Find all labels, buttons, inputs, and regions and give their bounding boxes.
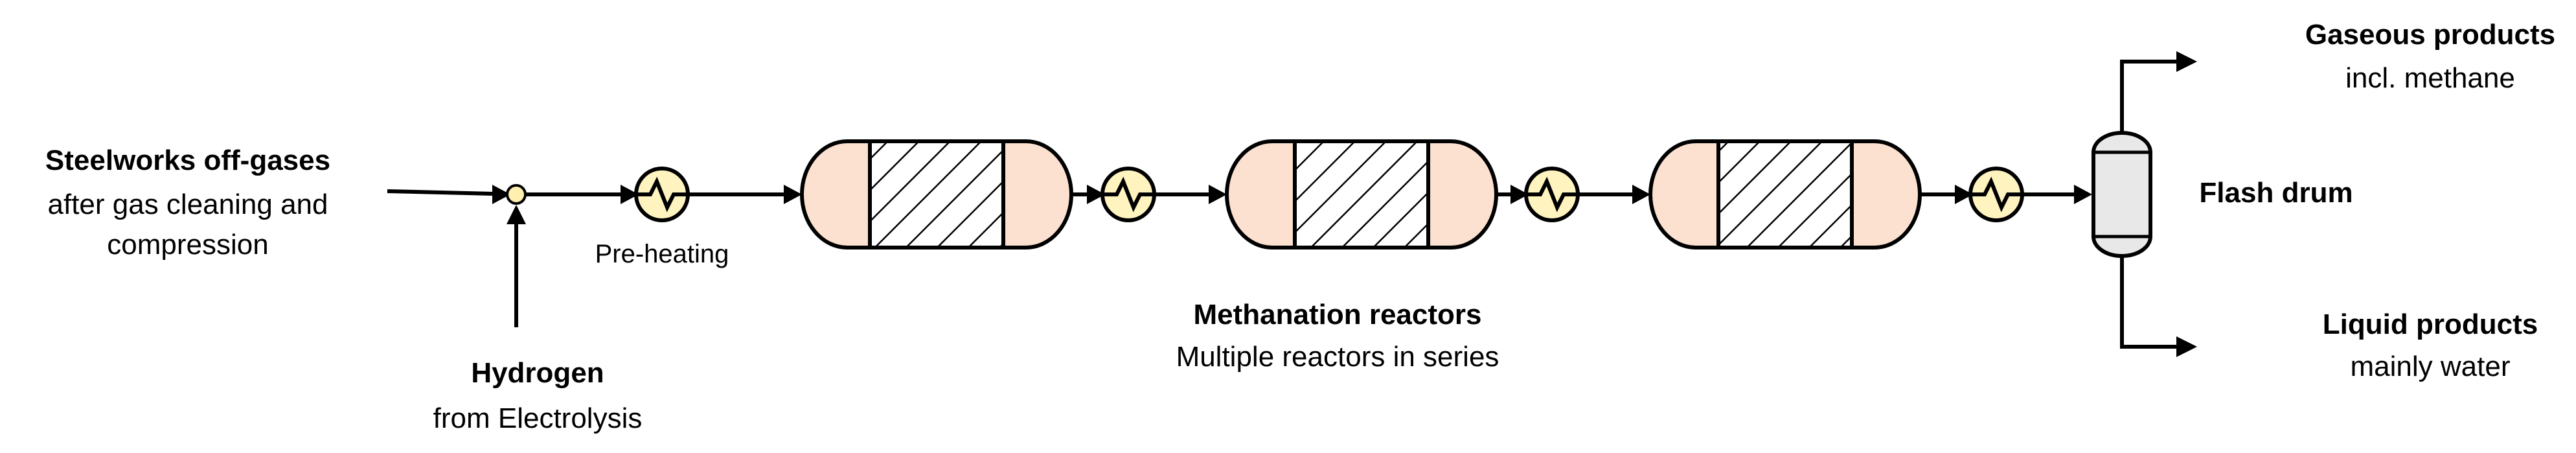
arrow-hydrogen xyxy=(507,205,526,224)
zigzag-icon xyxy=(1970,176,2022,213)
zigzag-icon xyxy=(636,176,688,213)
feed-desc-line1: after gas cleaning and xyxy=(48,189,328,220)
cooler-exchanger-2 xyxy=(1524,167,1580,222)
catalyst-bed xyxy=(1293,139,1430,250)
preheating-label: Pre-heating xyxy=(595,240,729,268)
hydrogen-title: Hydrogen xyxy=(471,357,604,389)
arrow-liquid-out xyxy=(2176,336,2197,357)
zigzag-icon xyxy=(1526,176,1578,213)
arrow-reactor3 xyxy=(1632,185,1650,204)
liquid-title: Liquid products xyxy=(2323,308,2538,340)
methanation-reactor-1 xyxy=(800,139,1073,250)
catalyst-bed xyxy=(868,139,1005,250)
liquid-outlet-line xyxy=(2120,253,2176,349)
reactors-title: Methanation reactors xyxy=(1194,299,1482,331)
arrow-gas-out xyxy=(2176,51,2197,72)
arrow-cooler2 xyxy=(1510,185,1529,204)
zigzag-icon xyxy=(1102,176,1154,213)
arrow-cooler1 xyxy=(1087,185,1105,204)
gas-outlet-line xyxy=(2120,60,2176,139)
gaseous-title: Gaseous products xyxy=(2305,19,2555,51)
preheater-exchanger xyxy=(634,167,690,222)
catalyst-bed xyxy=(1716,139,1854,250)
cooler-exchanger-3 xyxy=(1968,167,2024,222)
arrowheads xyxy=(492,51,2197,357)
feed-line xyxy=(387,189,494,196)
methanation-reactor-2 xyxy=(1225,139,1498,250)
arrow-feed xyxy=(492,185,510,204)
feed-desc-line2: compression xyxy=(107,229,268,261)
reactors-subtitle: Multiple reactors in series xyxy=(1176,341,1499,373)
cooler-exchanger-1 xyxy=(1100,167,1156,222)
flash-drum-label: Flash drum xyxy=(2199,177,2353,209)
hydrogen-subtitle: from Electrolysis xyxy=(433,402,643,434)
arrow-reactor1 xyxy=(784,185,802,204)
flow-lines xyxy=(387,60,2176,349)
feed-title: Steelworks off-gases xyxy=(45,145,330,176)
arrow-preheater xyxy=(621,185,639,204)
mixer-node xyxy=(506,184,527,205)
methanation-reactor-3 xyxy=(1648,139,1922,250)
liquid-subtitle: mainly water xyxy=(2351,351,2511,382)
arrow-drum xyxy=(2074,185,2092,204)
flash-drum-vessel xyxy=(2092,131,2152,258)
arrow-reactor2 xyxy=(1209,185,1227,204)
arrow-cooler3 xyxy=(1955,185,1973,204)
gaseous-subtitle: incl. methane xyxy=(2345,62,2515,94)
